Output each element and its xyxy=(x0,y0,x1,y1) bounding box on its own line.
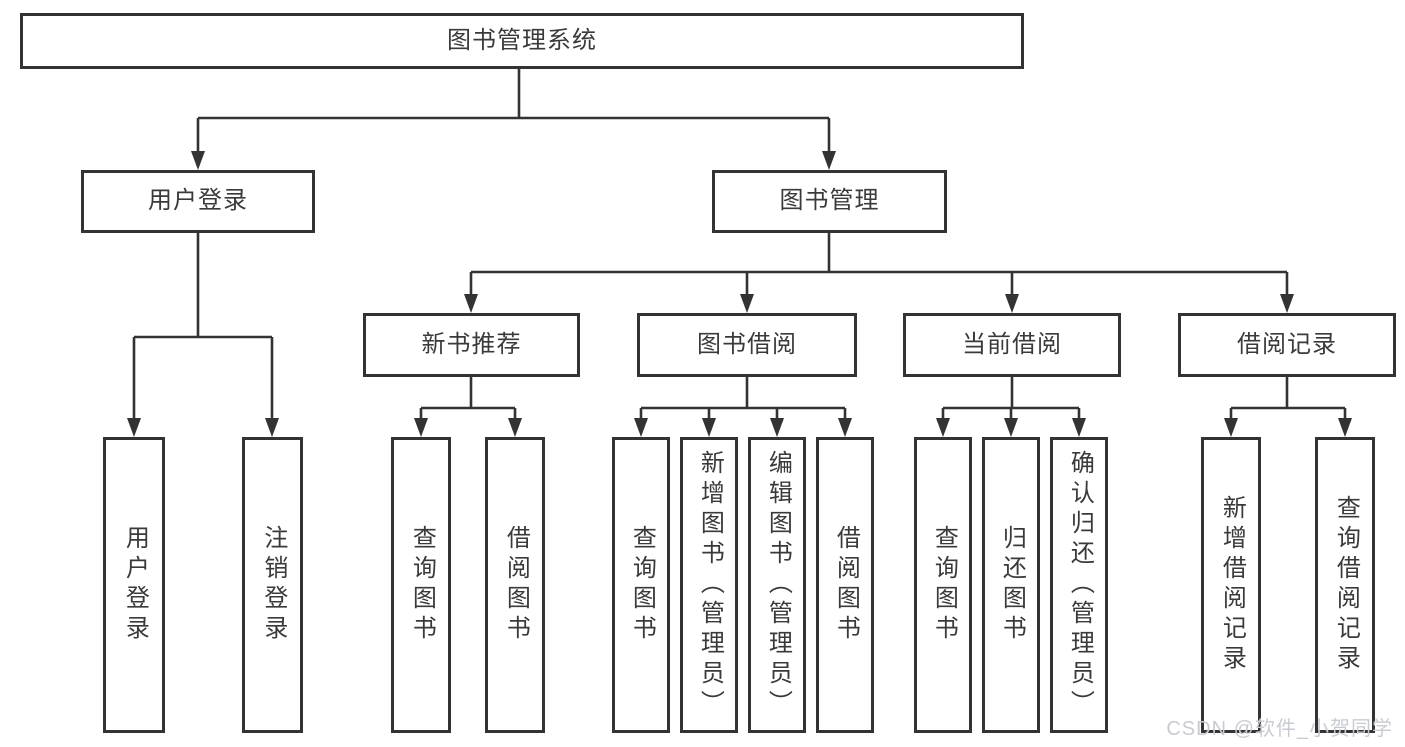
leaf-query-borrow-record-label: 查询借阅记录 xyxy=(1332,495,1360,675)
node-root-label: 图书管理系统 xyxy=(447,26,597,54)
node-user-login: 用户登录 xyxy=(81,170,315,233)
node-book-management: 图书管理 xyxy=(712,170,947,233)
node-book-borrow-label: 图书借阅 xyxy=(697,330,797,358)
leaf-edit-book-admin-label: 编辑图书（管理员） xyxy=(764,450,792,720)
leaf-add-book-admin: 新增图书（管理员） xyxy=(680,437,738,733)
leaf-borrow-books-1: 借阅图书 xyxy=(485,437,545,733)
leaf-logout-label: 注销登录 xyxy=(259,525,287,645)
leaf-query-books-3-label: 查询图书 xyxy=(930,525,958,645)
arrowheads xyxy=(127,151,1352,437)
node-current-borrow-label: 当前借阅 xyxy=(962,330,1062,358)
leaf-user-login-label: 用户登录 xyxy=(121,525,149,645)
node-root: 图书管理系统 xyxy=(20,13,1024,69)
leaf-borrow-books-2-label: 借阅图书 xyxy=(832,525,860,645)
leaf-add-borrow-record: 新增借阅记录 xyxy=(1201,437,1261,733)
leaf-query-books-3: 查询图书 xyxy=(914,437,972,733)
node-borrow-records-label: 借阅记录 xyxy=(1237,330,1337,358)
node-borrow-records: 借阅记录 xyxy=(1178,313,1396,377)
leaf-confirm-return-admin: 确认归还（管理员） xyxy=(1050,437,1108,733)
leaf-logout: 注销登录 xyxy=(242,437,303,733)
leaf-query-borrow-record: 查询借阅记录 xyxy=(1315,437,1375,733)
leaf-confirm-return-admin-label: 确认归还（管理员） xyxy=(1066,450,1094,720)
node-book-management-label: 图书管理 xyxy=(779,187,880,215)
leaf-user-login: 用户登录 xyxy=(103,437,165,733)
leaf-query-books-2-label: 查询图书 xyxy=(628,525,656,645)
leaf-edit-book-admin: 编辑图书（管理员） xyxy=(748,437,806,733)
node-user-login-label: 用户登录 xyxy=(148,187,248,215)
leaf-add-borrow-record-label: 新增借阅记录 xyxy=(1218,495,1246,675)
leaf-borrow-books-1-label: 借阅图书 xyxy=(502,525,530,645)
leaf-borrow-books-2: 借阅图书 xyxy=(816,437,874,733)
leaf-query-books-1: 查询图书 xyxy=(391,437,451,733)
leaf-query-books-2: 查询图书 xyxy=(612,437,670,733)
leaf-return-book: 归还图书 xyxy=(982,437,1040,733)
node-new-book-recommend: 新书推荐 xyxy=(363,313,580,377)
leaf-query-books-1-label: 查询图书 xyxy=(408,525,436,645)
node-new-book-recommend-label: 新书推荐 xyxy=(421,330,522,358)
csdn-watermark: CSDN @软件_小贺同学 xyxy=(1166,718,1393,740)
node-current-borrow: 当前借阅 xyxy=(903,313,1121,377)
leaf-add-book-admin-label: 新增图书（管理员） xyxy=(696,450,724,720)
leaf-return-book-label: 归还图书 xyxy=(998,525,1026,645)
node-book-borrow: 图书借阅 xyxy=(637,313,857,377)
